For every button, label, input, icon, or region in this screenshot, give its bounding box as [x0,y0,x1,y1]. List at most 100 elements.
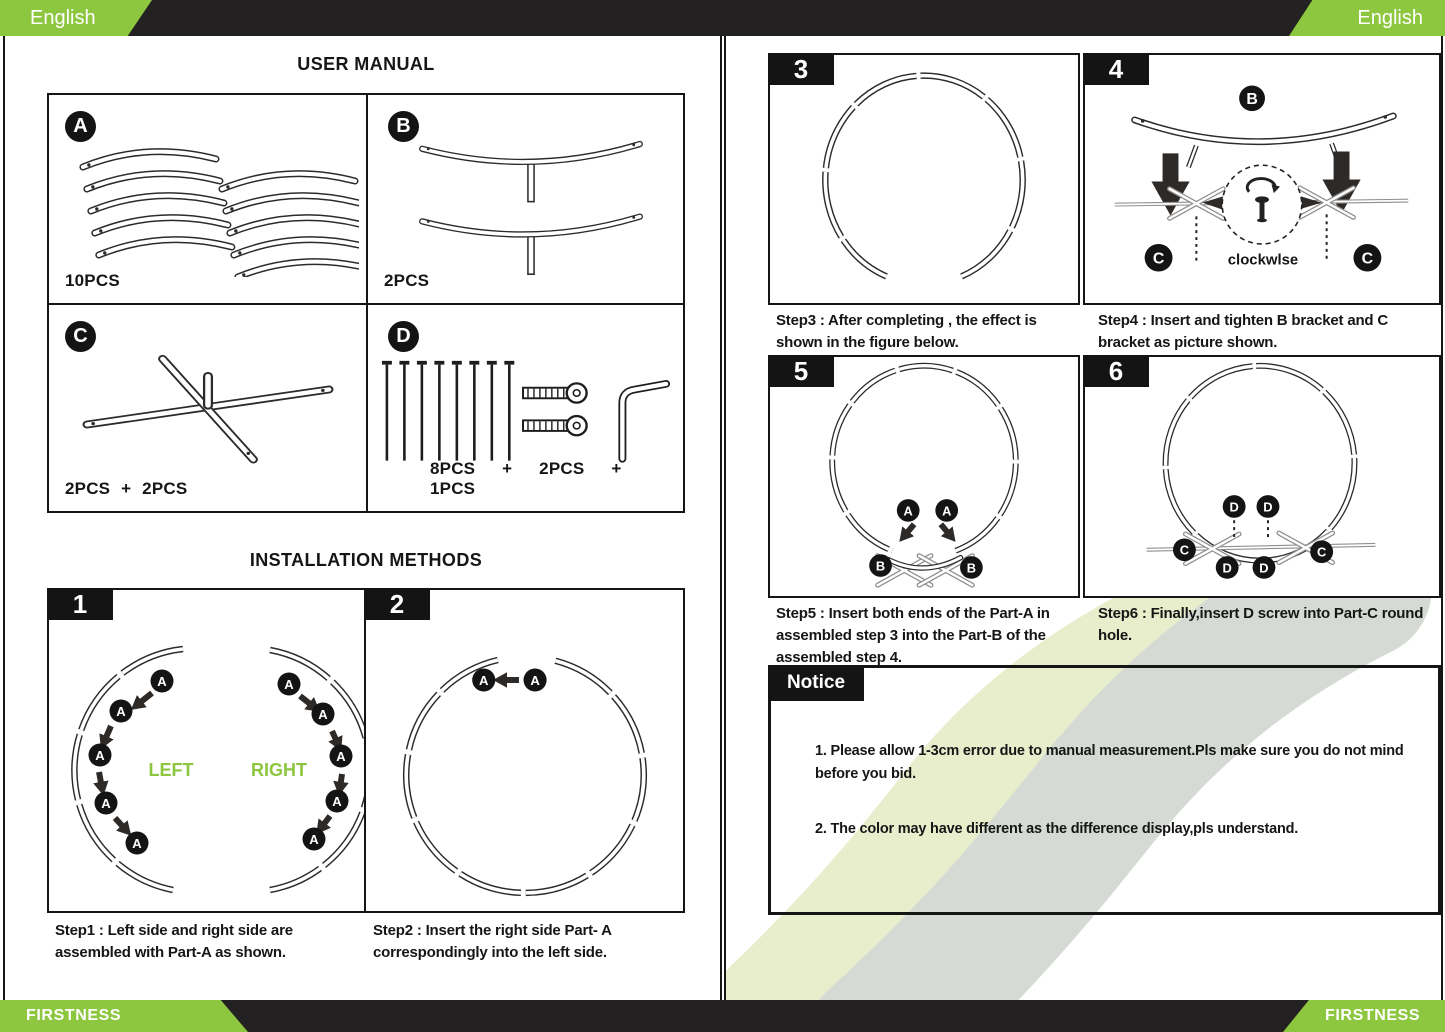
svg-text:C: C [1153,251,1164,268]
part-c-badge: C [65,321,96,352]
language-label: English [30,6,96,29]
part-b-illustration [419,140,643,275]
svg-text:A: A [101,796,111,811]
swoosh-green [726,554,1278,1000]
svg-text:A: A [904,503,913,518]
part-cell-c: C 2PCS + 2PCS [49,305,368,511]
part-labels: B C C [1144,85,1382,272]
step1-caption: Step1 : Left side and right side are ass… [55,922,293,961]
svg-text:A: A [318,707,328,722]
panel-step2: 2 A A [364,588,685,913]
part-a-illustration [71,137,359,277]
assembly-arrows [93,690,349,836]
svg-text:B: B [876,558,885,573]
svg-text:D: D [1229,499,1238,514]
part-b-qty: 2PCS [384,271,430,290]
language-label: English [1357,6,1423,29]
svg-text:A: A [332,794,342,809]
svg-text:A: A [116,704,126,719]
part-labels: A A B B [869,499,983,579]
top-bar: English English [0,0,1445,36]
right-label: RIGHT [251,760,307,780]
step3-caption: Step3 : After completing , the effect is… [776,312,1037,351]
insert-arrows [899,522,956,542]
panel-step1: 1 A A A [47,588,366,913]
left-label: LEFT [149,760,194,780]
screw-rotation-icon [1221,164,1303,245]
brand-label: FIRSTNESS [1325,1007,1421,1024]
panel-2-number: 2 [364,588,430,620]
step2-caption: Step2 : Insert the right side Part- A co… [373,922,612,961]
svg-text:A: A [132,836,142,851]
svg-text:B: B [967,560,976,575]
notice-box: Notice 1. Please allow 1-3cm error due t… [768,665,1441,915]
part-a-qty: 10PCS [65,271,120,290]
part-d-illustration [381,360,671,463]
part-a-badge: A [65,111,96,142]
part-cell-d: D [368,305,683,511]
svg-text:A: A [95,748,105,763]
svg-text:A: A [479,673,489,688]
step1-diagram: A A A A A A A A A A LEFT RIGHT [71,645,364,894]
step6-caption: Step6 : Finally,insert D screw into Part… [1098,605,1424,644]
language-ribbon-top-right: English [1289,0,1445,36]
part-cell-b: B 2PCS [368,95,683,305]
left-page: USER MANUAL A 10PCS B [3,36,722,1000]
svg-text:A: A [284,677,294,692]
svg-text:B: B [1246,91,1257,108]
step5-diagram: A A B B [829,362,1019,596]
step2-diagram: A A [403,656,647,897]
svg-text:C: C [1317,545,1326,560]
svg-text:A: A [309,832,319,847]
part-cell-a: A 10PCS [49,95,368,305]
brand-ribbon-bottom-left: FIRSTNESS [0,1000,248,1032]
step6-diagram: D D C C D D [1146,362,1376,579]
step4-caption: Step4 : Insert and tighten B bracket and… [1098,312,1388,351]
section-title: INSTALLATION METHODS [249,550,483,570]
panel-4-number: 4 [1083,53,1149,85]
page-title: USER MANUAL [297,54,435,74]
swoosh-gray [819,518,1432,1000]
part-c-illustration [82,354,334,464]
step5-caption: Step5 : Insert both ends of the Part-A i… [776,605,1050,666]
panel-step3: 3 [768,53,1080,305]
part-b-badge: B [388,111,419,142]
step4-diagram: B C C clockwlse [1114,85,1409,272]
svg-text:A: A [530,673,540,688]
notice-item-1: 1. Please allow 1-3cm error due to manua… [815,743,1404,783]
panel-3-number: 3 [768,53,834,85]
svg-text:A: A [336,749,346,764]
language-ribbon-top-left: English [0,0,152,36]
svg-text:D: D [1263,499,1272,514]
step3-diagram [822,72,1026,280]
panel-step5: 5 A A B B [768,355,1080,598]
part-a-badges: A A A A A A A A A A [88,669,353,855]
panel-step4: 4 [1083,53,1441,305]
brand-label: FIRSTNESS [26,1007,122,1024]
panel-5-number: 5 [768,355,834,387]
svg-text:A: A [942,503,951,518]
parts-grid: A 10PCS B [47,93,685,513]
part-labels: D D C C D D [1173,495,1334,579]
svg-text:D: D [1223,560,1232,575]
bottom-bar: FIRSTNESS FIRSTNESS [0,1000,1445,1032]
panel-6-number: 6 [1083,355,1149,387]
bolts-icon [522,382,588,437]
allen-key-icon [618,380,671,463]
part-d-qty: 8PCS + 2PCS + 1PCS [430,459,622,498]
panel-1-number: 1 [47,588,113,620]
notice-title: Notice [768,665,864,701]
svg-text:A: A [157,674,167,689]
svg-text:C: C [1362,251,1373,268]
part-c-qty: 2PCS + 2PCS [65,479,188,498]
background-swoosh [726,518,1432,1000]
part-a-badges: A A [472,668,547,692]
brand-ribbon-bottom-right: FIRSTNESS [1283,1000,1445,1032]
panel-step6: 6 D D C C D D [1083,355,1441,598]
screws-icon [381,360,515,461]
notice-item-2: 2. The color may have different as the d… [815,821,1299,837]
svg-text:D: D [1259,560,1268,575]
clockwise-label: clockwlse [1228,253,1298,269]
part-d-badge: D [388,321,419,352]
